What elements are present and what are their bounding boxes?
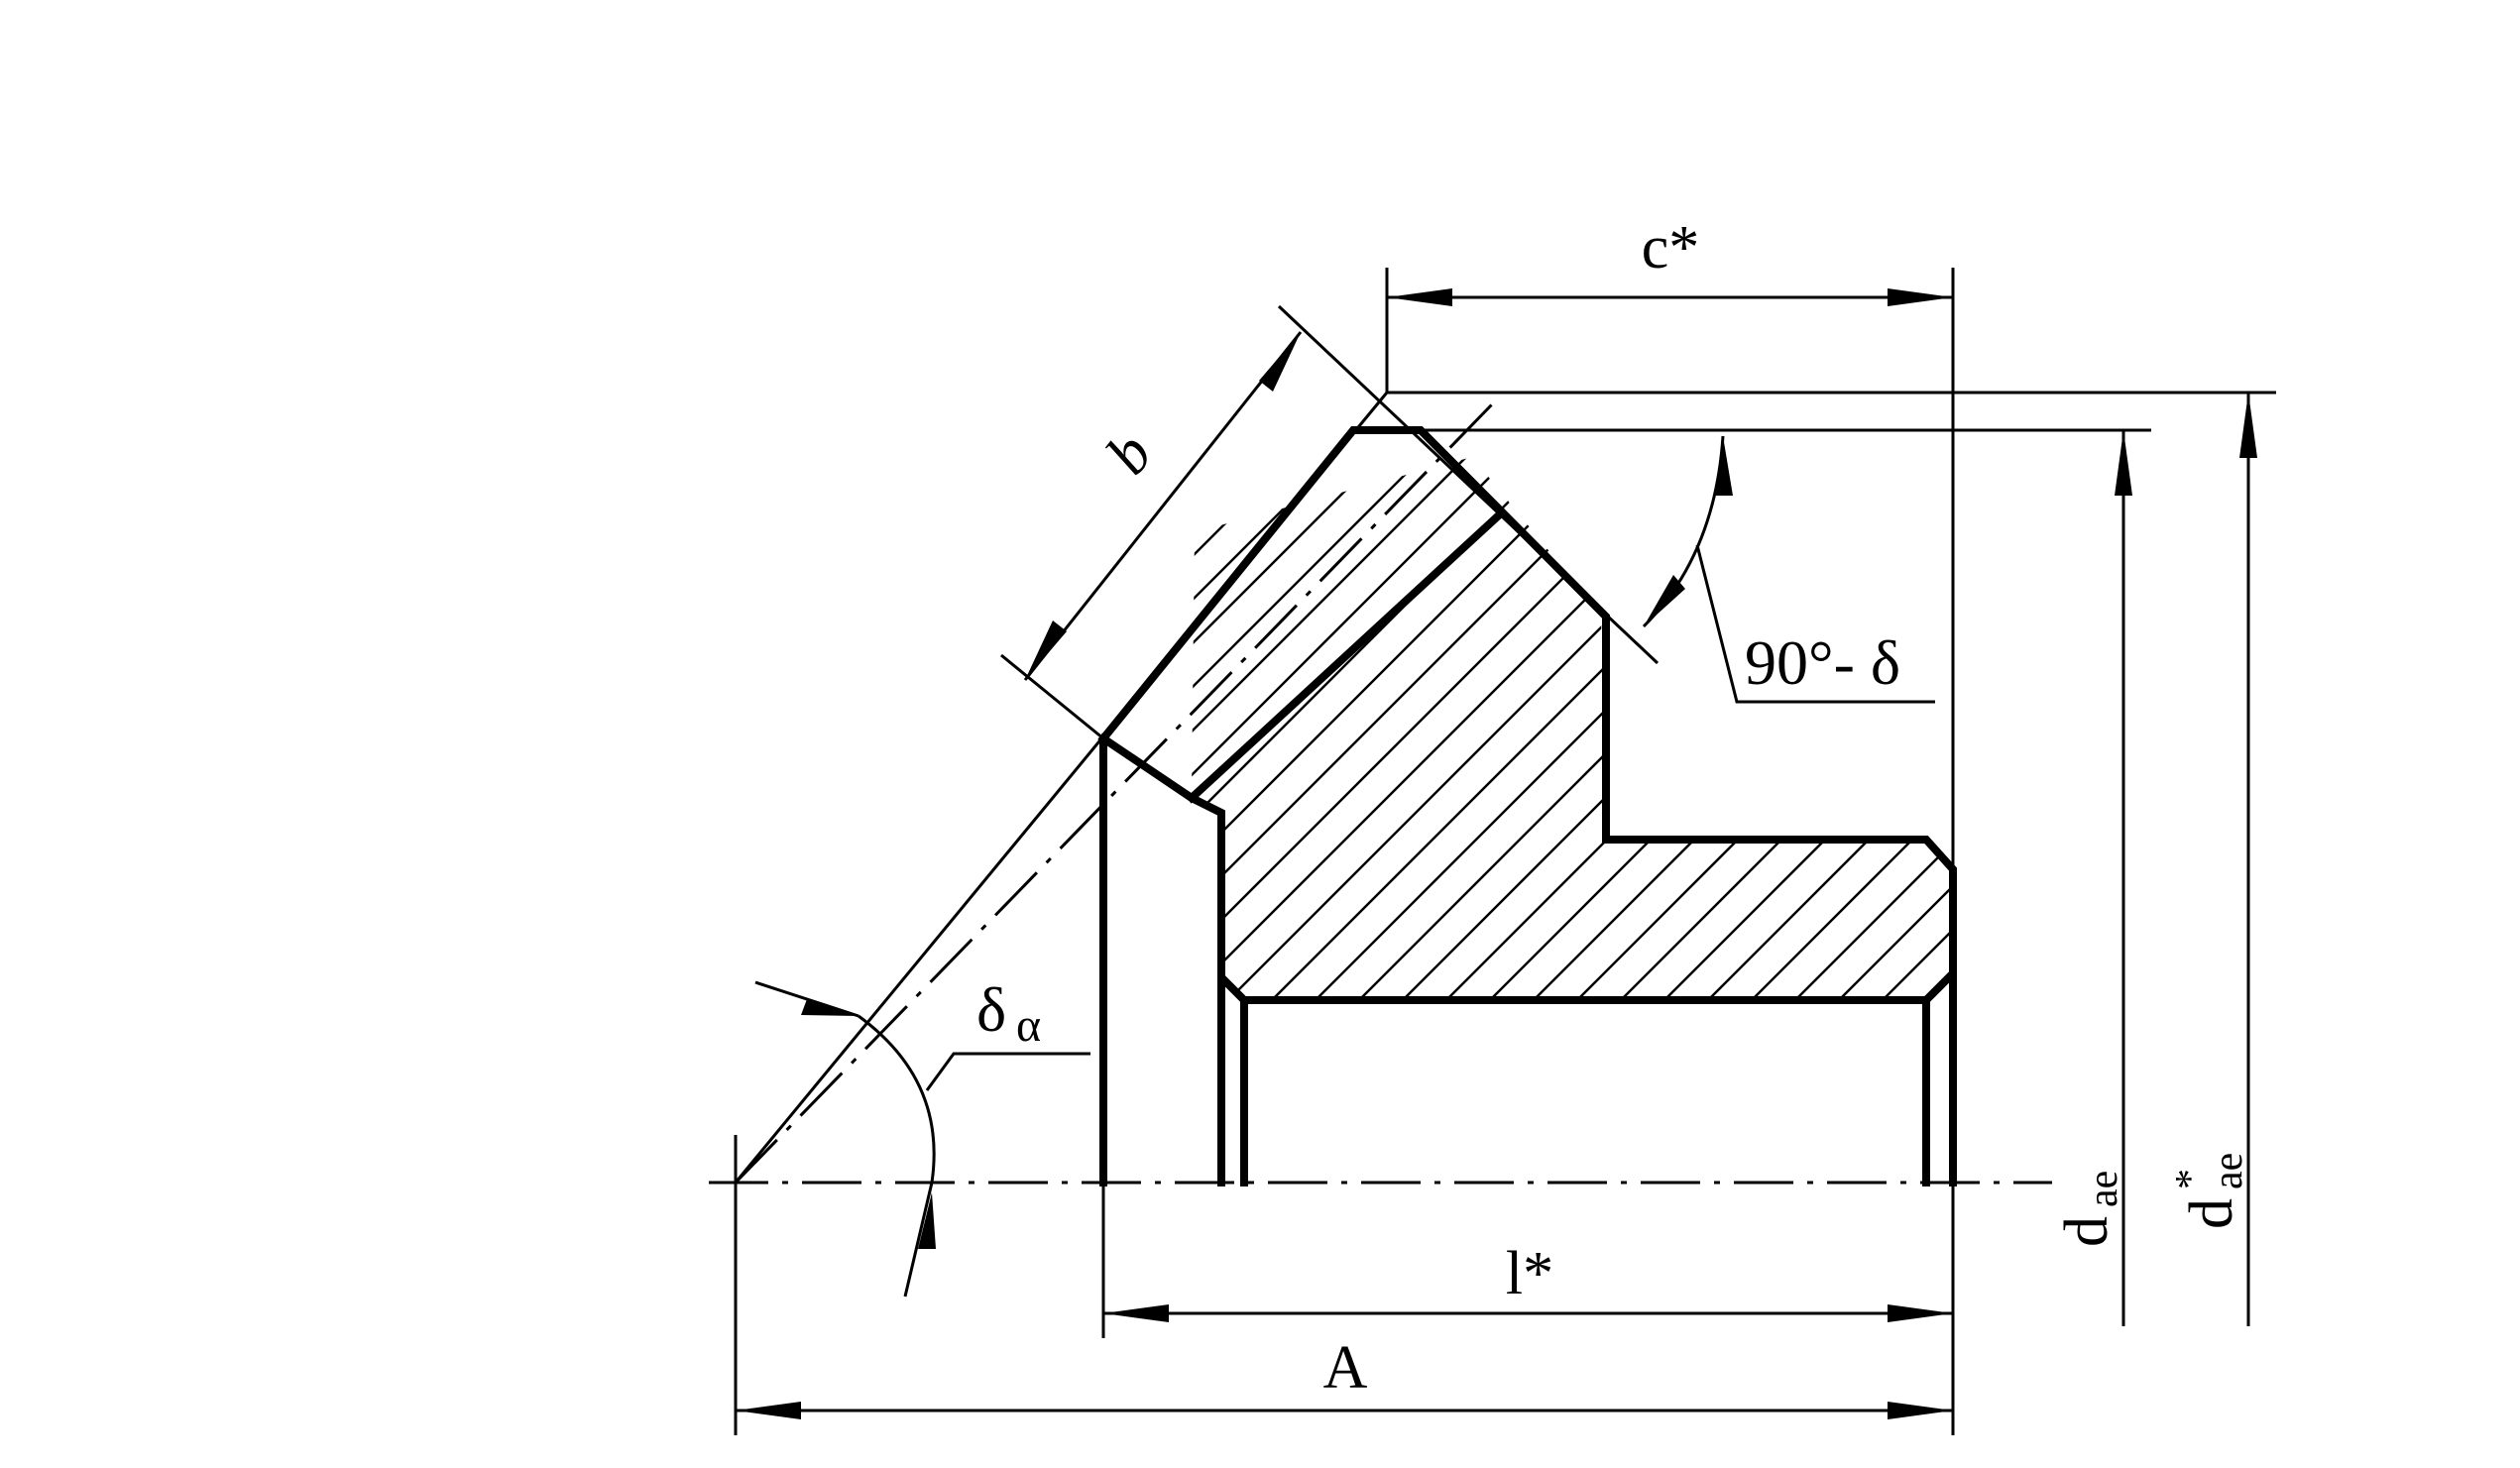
label-d: d bbox=[2053, 1216, 2120, 1247]
hatch-line bbox=[1192, 457, 1953, 1000]
dimension-angle-90-minus-delta: 90°- δ bbox=[1642, 435, 1935, 704]
hatch-line bbox=[1192, 457, 1845, 1000]
hatch-line bbox=[297, 297, 1190, 1189]
dimension-A: A bbox=[736, 1334, 1953, 1419]
hatch-line bbox=[1192, 457, 1670, 1000]
label-star-superscript: * bbox=[2168, 1169, 2214, 1189]
hatch-line bbox=[1192, 457, 1278, 1000]
label-d-star: d bbox=[2178, 1198, 2245, 1229]
label-delta: δ bbox=[976, 974, 1006, 1045]
construction-lines bbox=[734, 268, 2276, 1435]
label-A: A bbox=[1323, 1334, 1368, 1402]
hatch-line bbox=[1192, 457, 1714, 1000]
hatch-line bbox=[1192, 457, 1365, 1000]
dimension-d-star-ae: d * ae bbox=[2168, 393, 2257, 1326]
hatch-line bbox=[1192, 457, 1321, 1000]
dimension-l-star: l* bbox=[1103, 1240, 1953, 1322]
hatch-line bbox=[1192, 457, 1758, 1000]
label-ae-subscript-2: ae bbox=[2206, 1153, 2251, 1189]
tooth-outline bbox=[1097, 426, 1957, 1004]
label-c-star: c* bbox=[1642, 214, 1700, 282]
label-alpha-subscript: α bbox=[1016, 999, 1041, 1052]
label-ae-subscript: ae bbox=[2081, 1171, 2126, 1207]
hatch-line bbox=[1192, 457, 1953, 1000]
tooth-root-line bbox=[1186, 507, 1508, 804]
hatch-line bbox=[1192, 457, 1889, 1000]
label-b: b bbox=[1093, 421, 1166, 487]
hatch-line bbox=[1192, 457, 1801, 1000]
dimension-c-star: c* bbox=[1387, 214, 1953, 306]
pitch-cone-line bbox=[734, 402, 1494, 1185]
hatch-line bbox=[1192, 457, 1932, 1000]
hatch-line bbox=[1192, 457, 1452, 1000]
hatch-line bbox=[1192, 457, 1409, 1000]
dimension-angle-delta-alpha: δ α bbox=[754, 974, 1090, 1298]
dimension-d-ae: d ae bbox=[2053, 430, 2132, 1326]
dimension-b: b bbox=[1023, 331, 1303, 681]
label-l-star: l* bbox=[1506, 1240, 1553, 1307]
label-90-minus-delta: 90°- δ bbox=[1745, 627, 1900, 698]
